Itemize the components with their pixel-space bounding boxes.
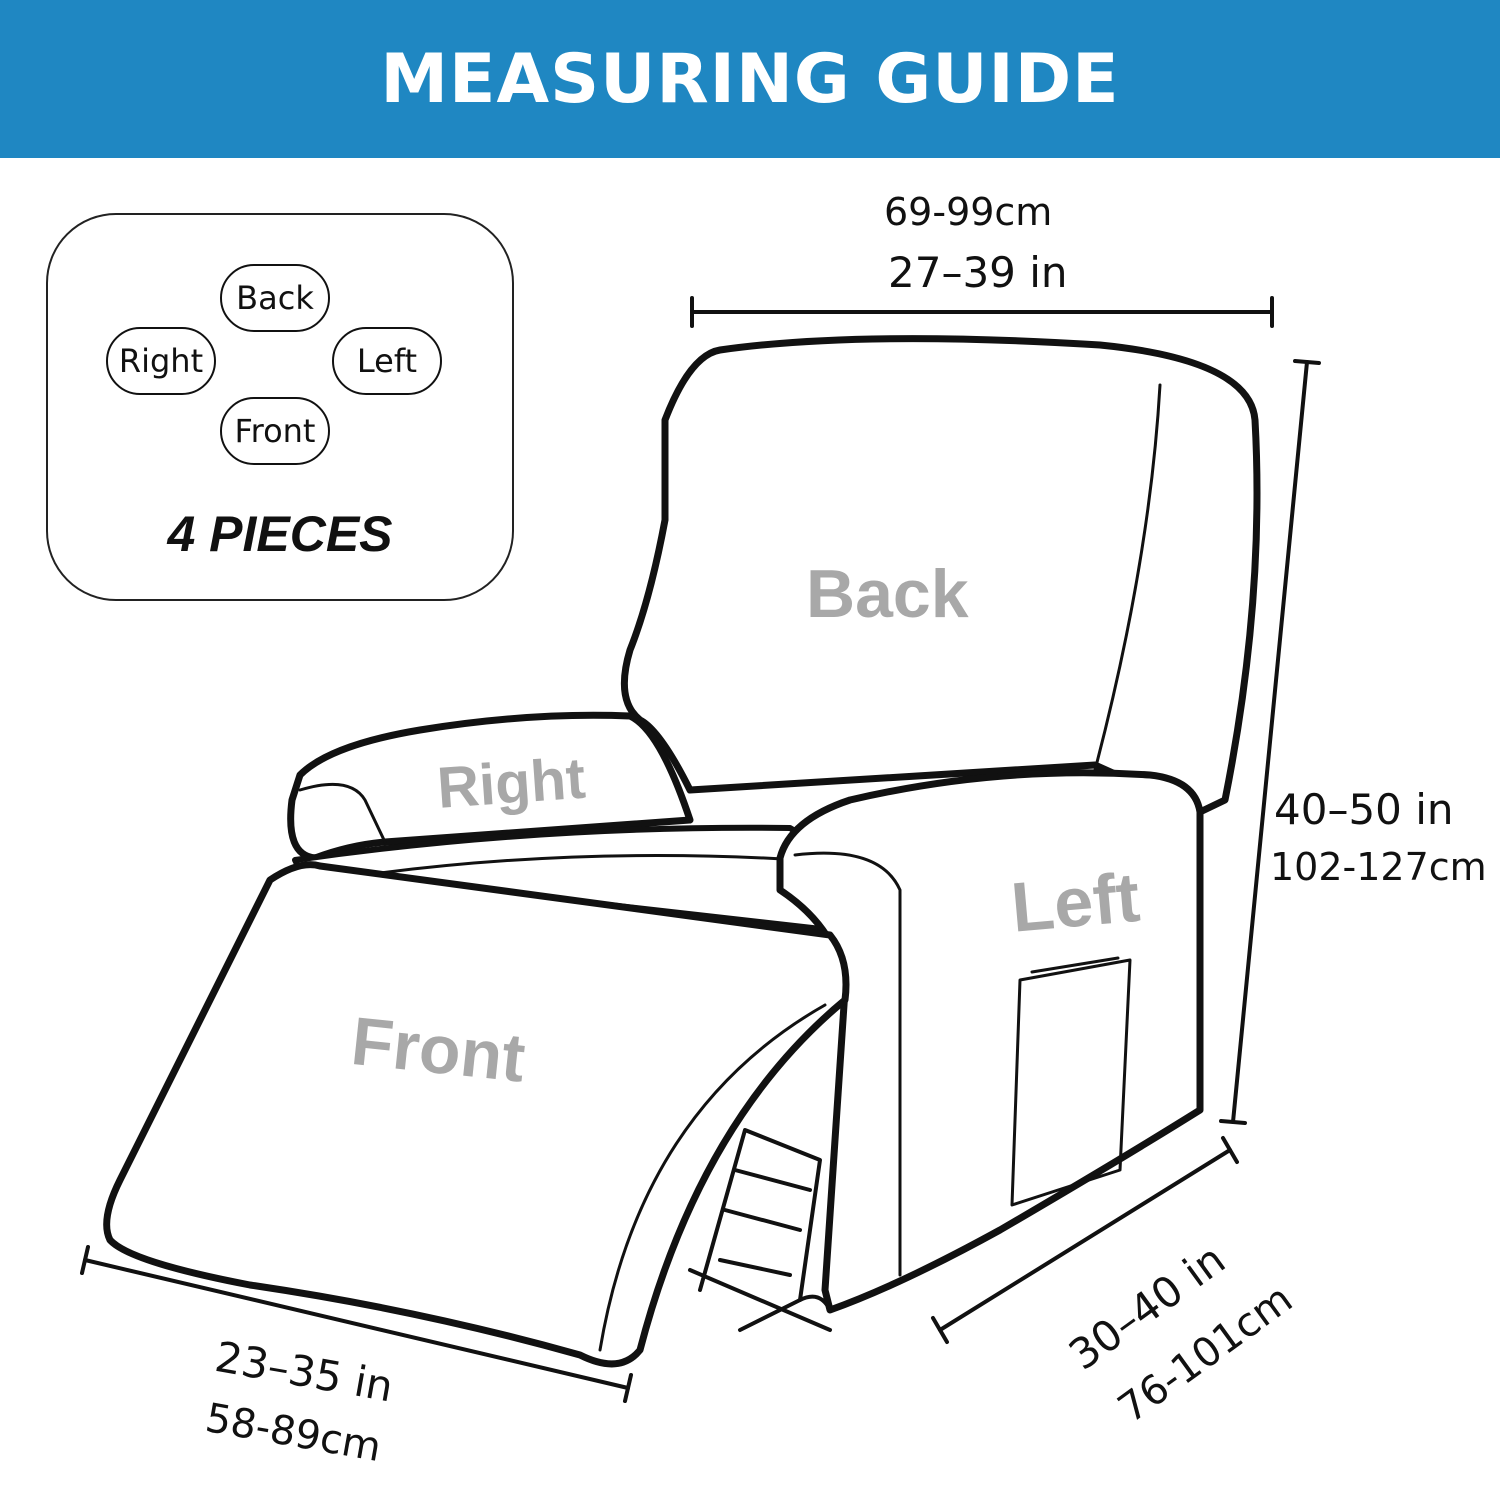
width-in-label: 27–39 in — [888, 248, 1068, 297]
part-label-back: Back — [806, 556, 969, 632]
footrest-inner-edge — [598, 1003, 827, 1352]
legend-pill-front: Front — [220, 397, 330, 465]
legend-pill-right: Right — [106, 327, 216, 395]
left-arm-outline — [776, 769, 1204, 1314]
dimension-line-height — [1219, 359, 1321, 1125]
footrest-outline — [103, 861, 850, 1368]
height-in-label: 40–50 in — [1274, 785, 1454, 834]
height-cm-label: 102-127cm — [1270, 845, 1487, 889]
header-banner: MEASURING GUIDE — [0, 0, 1500, 158]
left-arm-front-edge — [793, 851, 902, 1277]
backrest-outline — [620, 335, 1261, 816]
pocket-flap — [1030, 956, 1120, 974]
width-cm-label: 69-99cm — [884, 190, 1053, 234]
dimension-line-top — [690, 296, 1274, 328]
recline-mechanism — [688, 1128, 832, 1332]
part-label-right: Right — [435, 745, 588, 821]
dimension-line-footrest — [80, 1245, 633, 1403]
backrest-side-edge — [1093, 383, 1162, 772]
pieces-count-label: 4 PIECES — [167, 506, 393, 562]
dimension-line-depth — [931, 1136, 1239, 1344]
legend-pill-back: Back — [220, 264, 330, 332]
side-pocket — [1010, 958, 1132, 1207]
page-title: MEASURING GUIDE — [380, 39, 1120, 119]
part-label-left: Left — [1008, 857, 1143, 947]
legend-pill-left: Left — [332, 327, 442, 395]
right-arm-inner-edge — [298, 782, 387, 844]
pieces-legend: Back Right Left Front 4 PIECES — [46, 213, 514, 601]
seat-inner-edge — [328, 854, 802, 882]
